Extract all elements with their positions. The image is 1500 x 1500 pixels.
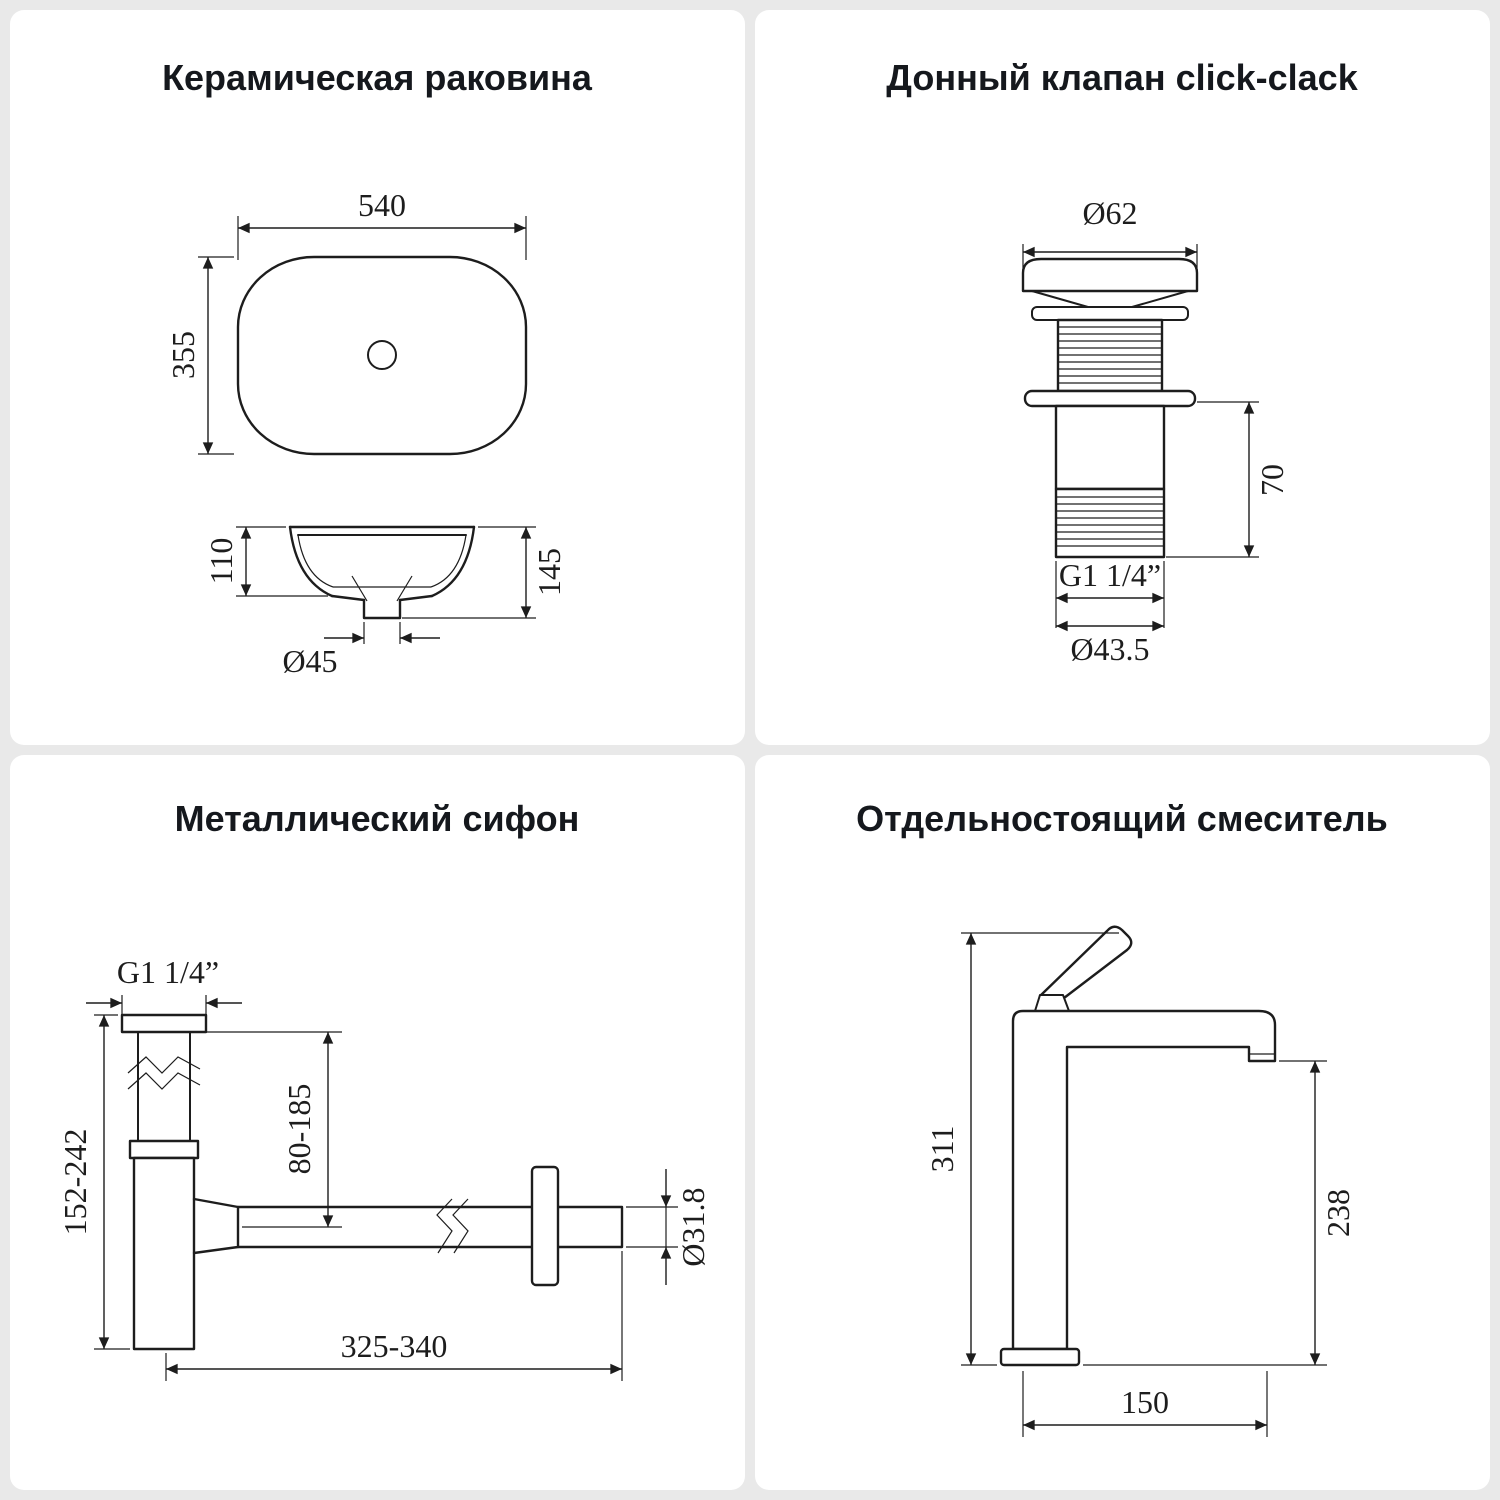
dim-label-355: 355 <box>165 331 201 379</box>
dim-label-540: 540 <box>358 187 406 223</box>
valve-title: Донный клапан click-clack <box>886 57 1358 98</box>
siphon-coupling-nut <box>128 1139 200 1160</box>
valve-threaded-top <box>1056 318 1164 393</box>
dim-inlet-height-80-185: 80-185 <box>206 1031 342 1228</box>
dim-label-238: 238 <box>1320 1189 1356 1237</box>
dim-label-325-340: 325-340 <box>341 1328 448 1364</box>
siphon-title: Металлический сифон <box>175 798 580 839</box>
valve-body <box>1054 404 1166 491</box>
pipe-break-mark <box>436 1198 469 1254</box>
siphon-elbow <box>192 1197 240 1255</box>
mixer-base <box>999 1347 1081 1367</box>
panel-ceramic-sink: Керамическая раковина 540 355 <box>10 10 745 745</box>
dim-length-325-340: 325-340 <box>165 1251 623 1381</box>
siphon-cup <box>132 1156 196 1351</box>
dim-drain-diameter-45: Ø45 <box>282 622 440 679</box>
dim-label-311: 311 <box>924 1126 960 1173</box>
sink-title: Керамическая раковина <box>162 57 593 98</box>
valve-cap <box>1021 257 1199 308</box>
mixer-lever-pivot <box>1034 994 1070 1012</box>
sink-side-view <box>288 525 476 620</box>
dim-label-siphon-thread: G1 1/4” <box>117 954 219 990</box>
dim-cap-diameter-62: Ø62 <box>1022 195 1198 268</box>
siphon-inlet-pipe <box>127 1031 201 1142</box>
dim-thread-g114: G1 1/4” <box>1055 557 1165 628</box>
mixer-lever <box>1034 925 1133 1012</box>
dim-label-62: Ø62 <box>1082 195 1137 231</box>
siphon-inlet-flange <box>120 1013 208 1034</box>
siphon-drawing: Металлический сифон G1 1/4” <box>57 798 711 1381</box>
dim-total-height-145: 145 <box>402 526 567 619</box>
dim-body-height-70: 70 <box>1166 401 1290 558</box>
mixer-body <box>1011 1009 1277 1351</box>
dim-bowl-height-110: 110 <box>203 526 328 597</box>
dim-total-height-311: 311 <box>924 932 1119 1366</box>
sink-drain-hole <box>367 340 397 370</box>
dim-label-80-185: 80-185 <box>281 1084 317 1175</box>
valve-threaded-bottom <box>1054 487 1166 559</box>
sink-drain-stub <box>362 598 402 620</box>
panel-metal-siphon: Металлический сифон G1 1/4” <box>10 755 745 1490</box>
dim-label-drain-45: Ø45 <box>282 643 337 679</box>
dim-label-152-242: 152-242 <box>57 1129 93 1236</box>
dim-label-110: 110 <box>203 538 239 585</box>
dim-siphon-thread-g114: G1 1/4” <box>86 954 242 1015</box>
dim-spout-height-238: 238 <box>1083 1060 1356 1366</box>
dim-label-thread: G1 1/4” <box>1059 557 1161 593</box>
valve-flange <box>1023 389 1197 408</box>
dim-label-435: Ø43.5 <box>1070 631 1149 667</box>
dim-width-540: 540 <box>237 187 527 260</box>
panel-standalone-mixer: Отдельностоящий смеситель 311 238 <box>755 755 1490 1490</box>
dim-pipe-diameter-318: Ø31.8 <box>626 1169 711 1285</box>
valve-washer <box>1031 306 1189 321</box>
panel-click-clack-valve: Донный клапан click-clack Ø62 <box>755 10 1490 745</box>
dim-depth-355: 355 <box>165 256 234 455</box>
dim-label-150: 150 <box>1121 1384 1169 1420</box>
valve-drawing: Донный клапан click-clack Ø62 <box>886 57 1358 667</box>
siphon-wall-escutcheon <box>530 1165 560 1287</box>
mixer-drawing: Отдельностоящий смеситель 311 238 <box>856 798 1388 1437</box>
dim-label-70: 70 <box>1254 464 1290 496</box>
dim-height-152-242: 152-242 <box>57 1014 130 1350</box>
dim-outlet-diameter-435: Ø43.5 <box>1056 620 1164 667</box>
sink-top-view <box>236 255 528 456</box>
pipe-break-mark <box>127 1056 201 1090</box>
dim-spout-reach-150: 150 <box>1022 1371 1268 1437</box>
mixer-title: Отдельностоящий смеситель <box>856 798 1388 839</box>
dim-label-145: 145 <box>531 548 567 596</box>
sink-drawing: Керамическая раковина 540 355 <box>162 57 593 679</box>
dim-label-318: Ø31.8 <box>675 1187 711 1266</box>
